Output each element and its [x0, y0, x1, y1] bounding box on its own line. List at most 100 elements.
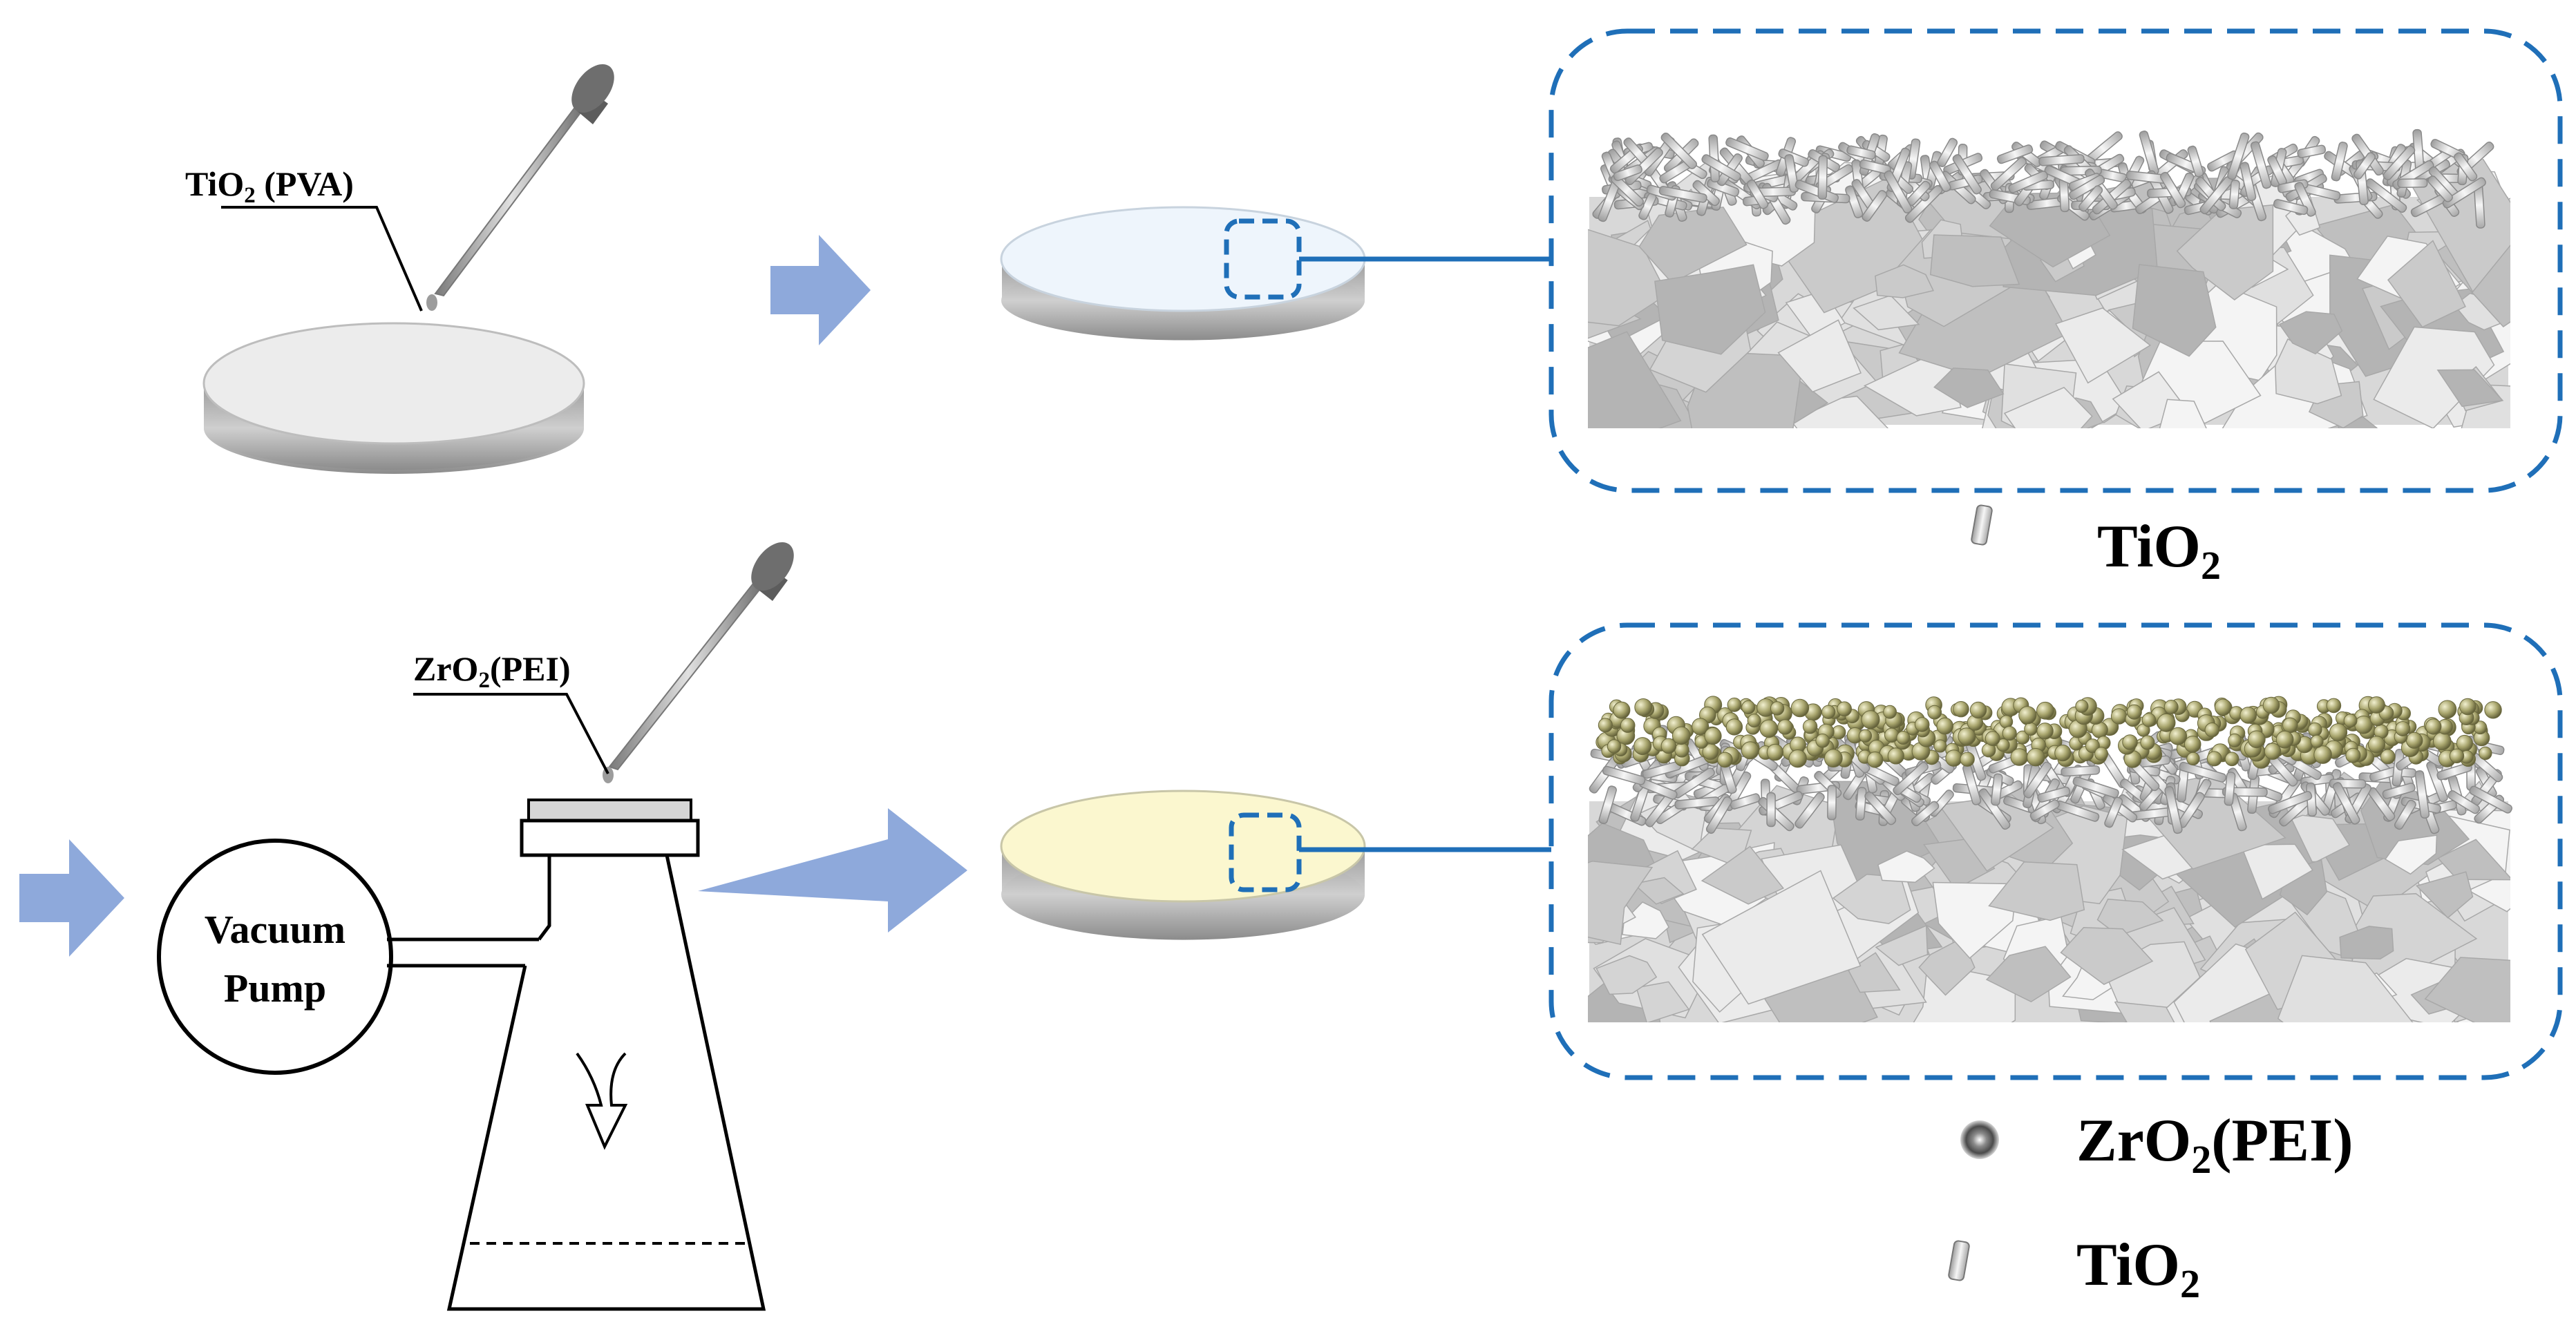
tio2-rod [2353, 152, 2376, 180]
zro2-sphere [2484, 701, 2502, 719]
tio2-rod [1990, 157, 2027, 191]
zro2-sphere [2169, 727, 2188, 745]
zro2-sphere [1704, 727, 1722, 745]
tio2-rod [2164, 785, 2183, 834]
tio2-rod [2297, 144, 2327, 159]
zro2-sphere [2206, 751, 2222, 767]
zro2-sphere [2036, 723, 2054, 740]
tio2-rod [1613, 164, 1642, 182]
tio2-rod [1937, 137, 1958, 167]
tio2-rod [1846, 145, 1876, 160]
tio2-pva-label-main: TiO [185, 164, 244, 203]
legend-top-tio2-main: TiO [2097, 513, 2201, 580]
zro2-sphere [2310, 734, 2324, 748]
zro2-sphere [1770, 701, 1785, 716]
substrate-flake [2055, 307, 2152, 384]
tio2-rod [2038, 154, 2085, 166]
substrate-flake [1875, 264, 1934, 298]
tio2-rod [2268, 791, 2313, 814]
substrate-flake [2176, 204, 2274, 300]
substrate-flake [1848, 952, 1901, 993]
zro2-sphere [2140, 735, 2155, 750]
tio2-rod [2078, 185, 2103, 212]
tio2-pva-label-sub: 2 [244, 183, 256, 208]
zro2-sphere [2184, 736, 2201, 753]
zro2-sphere [2186, 752, 2200, 766]
tio2-rod [1602, 765, 1646, 785]
tio2-rod [2427, 175, 2453, 202]
zro2-sphere [1766, 743, 1784, 761]
vacuum-pump-label-line2: Pump [224, 966, 326, 1011]
process-arrow-1 [770, 235, 871, 345]
tio2-rod [2187, 145, 2204, 178]
zro2-sphere [1660, 738, 1677, 754]
tio2-rod [2069, 175, 2105, 200]
tio2-rod-icon [1971, 504, 1993, 546]
zro2-sphere [2002, 726, 2017, 741]
zro2-sphere [2239, 707, 2257, 724]
zro2-sphere [1866, 752, 1884, 768]
zro2-sphere [1837, 701, 1853, 717]
tio2-rod [1978, 788, 2011, 830]
tio2-rod [2414, 770, 2430, 819]
tio2-rod [2061, 765, 2101, 777]
substrate-flake [2339, 926, 2394, 960]
zro2-sphere [2262, 696, 2280, 714]
zro2-sphere [2354, 716, 2373, 734]
tio2-rod [2250, 141, 2272, 189]
zro2-sphere [1858, 729, 1873, 743]
zro2-sphere [1815, 734, 1830, 748]
vacuum-pump-label-line1: Vacuum [205, 907, 345, 952]
zro2-sphere [2425, 718, 2442, 735]
zro2-sphere [1914, 717, 1930, 732]
substrate-flake [2277, 955, 2414, 1022]
zro2-sphere [2036, 701, 2054, 720]
tio2-rod [1766, 792, 1776, 828]
tio2-rod [1701, 154, 1741, 182]
tio2-pva-label-rest: (PVA) [256, 164, 354, 203]
zro2-sphere [1788, 749, 1807, 768]
tio2-rod [2394, 799, 2416, 830]
tio2-rod [1730, 793, 1761, 810]
substrate-flake [2060, 926, 2154, 985]
substrate-flake [2132, 264, 2217, 357]
zro2-sphere [1741, 741, 1759, 760]
zro2-sphere [2122, 734, 2138, 750]
tio2-rod-icon [1948, 1240, 1970, 1281]
zro2-sphere [2264, 743, 2282, 760]
pipette-icon-top [426, 64, 614, 311]
legend-bottom-zro2-main: ZrO [2076, 1107, 2191, 1174]
tio2-rod [1746, 179, 1769, 209]
tio2-rod [1794, 792, 1825, 829]
filter-flask [446, 799, 766, 1311]
substrate-flake [1853, 294, 1920, 331]
substrate-flake [2275, 338, 2342, 405]
tio2-rod-layer-top [1592, 128, 2494, 229]
tio2-rod [1884, 170, 1913, 214]
zro2-sphere [1790, 698, 1810, 718]
tio2-rod [1855, 787, 1867, 821]
substrate-flake [1929, 234, 2020, 287]
zro2-sphere [2433, 732, 2452, 751]
zro2-sphere [1674, 743, 1689, 758]
zro2-sphere [1927, 705, 1942, 720]
zro2-sphere [1727, 697, 1742, 712]
zro2-sphere [2367, 736, 2386, 754]
substrate-flake [1777, 319, 1862, 393]
tio2-rod [1859, 159, 1891, 175]
zro2-sphere [2091, 721, 2108, 738]
legend-bottom-zro2-rest: (PEI) [2211, 1107, 2353, 1174]
substrate-flake [1988, 861, 2085, 921]
legend-bottom-zro2-sub: 2 [2191, 1137, 2211, 1182]
tio2-rod [2436, 762, 2472, 781]
tio2-rod [1658, 186, 1707, 203]
zro2-sphere [2395, 721, 2411, 736]
tio2-rod [1929, 160, 1951, 192]
tio2-rod [2383, 145, 2416, 181]
pipette-icon-bottom [603, 542, 794, 783]
zro2-sphere [1613, 701, 1631, 719]
zro2-sphere [2157, 713, 2176, 732]
zro2-pei-label: ZrO2(PEI) [413, 649, 609, 774]
